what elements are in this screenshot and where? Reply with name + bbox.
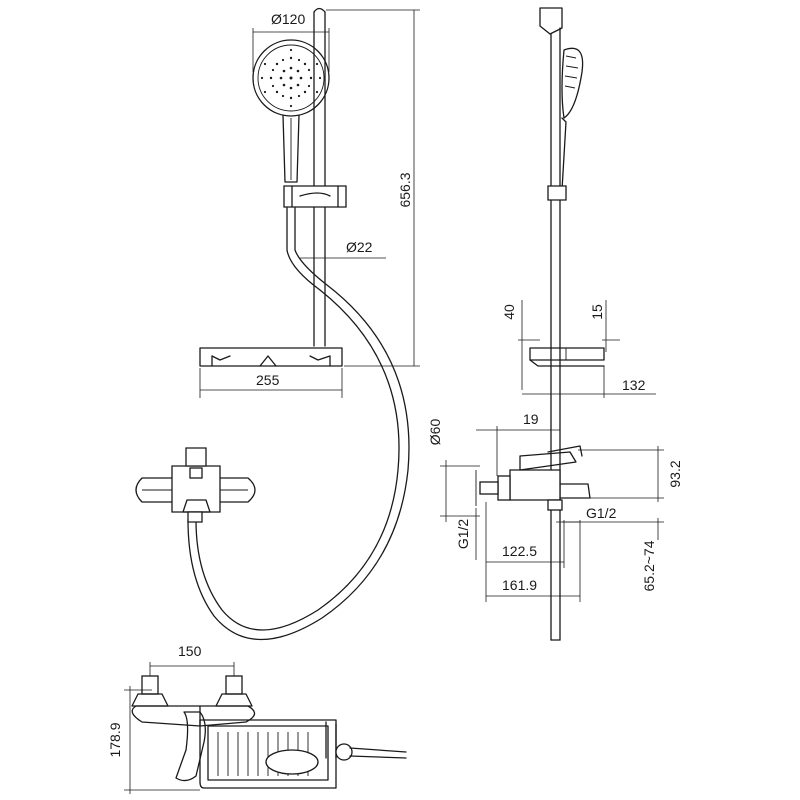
dim-total-height: 656.3 (326, 9, 420, 367)
label-rail-offset-40: 40 (501, 304, 517, 320)
label-shelf-depth: 132 (622, 377, 646, 393)
label-thread-left: G1/2 (455, 519, 471, 550)
dim-inlet-spacing: 150 (149, 643, 235, 676)
dim-rail-offset-40: 40 (501, 300, 540, 390)
label-mixer-height: 93.2 (667, 460, 683, 487)
top-view (131, 675, 407, 789)
dim-spout-161: 161.9 (486, 520, 581, 602)
label-eccentric-range: 65.2~74 (641, 540, 657, 591)
label-shelf-width: 255 (256, 372, 280, 388)
side-view (475, 7, 605, 641)
label-total-height: 656.3 (397, 172, 413, 207)
dim-shelf-width: 255 (199, 368, 343, 398)
label-inlet-spacing: 150 (178, 643, 202, 659)
shelf-front (199, 347, 343, 367)
dim-mixer-height: 93.2 (578, 446, 683, 502)
label-rail-diameter: Ø22 (346, 239, 373, 255)
dim-spout-122: 122.5 (485, 502, 565, 602)
label-rail-offset-15: 15 (589, 304, 605, 320)
handshower-holder (283, 185, 347, 208)
label-thread-right: G1/2 (586, 505, 617, 521)
dim-top-view-depth: 178.9 (107, 686, 200, 794)
dim-rail-offset-15: 15 (589, 300, 620, 352)
dim-head-diameter: Ø120 (252, 11, 330, 72)
label-top-view-depth: 178.9 (107, 722, 123, 757)
shower-hose (187, 207, 410, 641)
dim-eccentric-range: 65.2~74 (562, 518, 664, 592)
dim-shelf-depth: 132 (522, 366, 656, 398)
dim-rail-diameter: Ø22 (300, 239, 386, 259)
dim-mixer-offset-19: 19 (476, 411, 560, 476)
label-spout-161: 161.9 (502, 577, 537, 593)
label-mixer-offset-19: 19 (523, 411, 539, 427)
dim-mixer-diameter: Ø60 (427, 419, 480, 522)
label-mixer-diameter: Ø60 (427, 419, 443, 446)
label-spout-122: 122.5 (502, 543, 537, 559)
mixer-front (135, 447, 256, 523)
nozzle-pattern (260, 48, 322, 108)
dim-thread-left: G1/2 (455, 508, 477, 560)
slide-rail-front (313, 7, 326, 347)
dim-thread-right: G1/2 (556, 505, 617, 523)
label-head-diameter: Ø120 (271, 11, 305, 27)
shower-head-front (252, 39, 330, 183)
